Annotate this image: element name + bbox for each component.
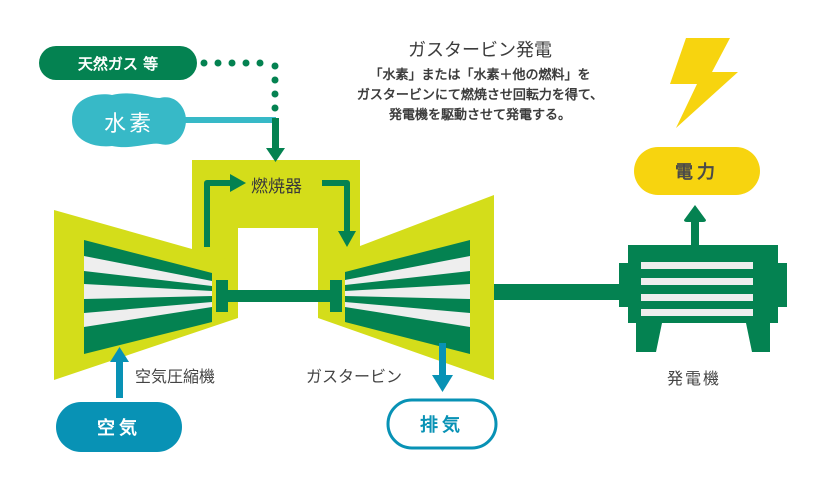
- generator-icon: [619, 245, 787, 352]
- shaft: [216, 280, 342, 312]
- description-line: 発電機を駆動させて発電する。: [388, 108, 571, 123]
- exhaust-pill-outline: [386, 398, 498, 450]
- lightning-icon: [670, 38, 738, 128]
- power-output-arrow: [684, 205, 706, 246]
- compressor-blades: [84, 240, 212, 354]
- diagram-title: ガスタービン発電: [408, 40, 552, 61]
- compressor-label: 空気圧縮機: [135, 367, 216, 386]
- air-label: 空気: [97, 418, 141, 439]
- natural-gas-label: 天然ガス 等: [77, 54, 159, 73]
- natural-gas-dotted-line: [200, 59, 279, 112]
- hydrogen-blob: [72, 93, 186, 148]
- power-pill: 電力: [634, 147, 760, 195]
- exhaust-label: 排気: [420, 415, 464, 436]
- combustor-arrow-head: [230, 174, 246, 192]
- turbine-arrow-head: [338, 231, 356, 247]
- hydrogen-label: 水素: [103, 112, 154, 137]
- natural-gas-pill: 天然ガス 等: [39, 46, 197, 80]
- description-line: 「水素」または「水素＋他の燃料」を: [369, 68, 591, 83]
- exhaust-arrow: [432, 343, 453, 392]
- turbine-blades: [345, 240, 470, 354]
- diagram-description: 「水素」または「水素＋他の燃料」を ガスタービンにて燃焼させ回転力を得て、 発電…: [320, 66, 640, 126]
- compressor-to-combustor-arrow: [204, 180, 232, 247]
- generator-shaft: [494, 284, 624, 300]
- combustor-label: 燃焼器: [251, 177, 302, 197]
- fuel-inlet-arrow: [266, 118, 285, 162]
- hydrogen-line: [176, 117, 276, 123]
- description-line: ガスタービンにて燃焼させ回転力を得て、: [356, 88, 604, 103]
- air-inlet-arrow: [110, 347, 129, 398]
- air-pill: 空気: [56, 402, 182, 452]
- combustor-to-turbine-arrow: [322, 180, 350, 232]
- power-label: 電力: [675, 162, 719, 183]
- exhaust-pill: 排気: [388, 400, 496, 448]
- hydrogen-label-box: 水素: [72, 100, 186, 144]
- turbine-label: ガスタービン: [306, 367, 403, 386]
- generator-label: 発電機: [667, 369, 722, 388]
